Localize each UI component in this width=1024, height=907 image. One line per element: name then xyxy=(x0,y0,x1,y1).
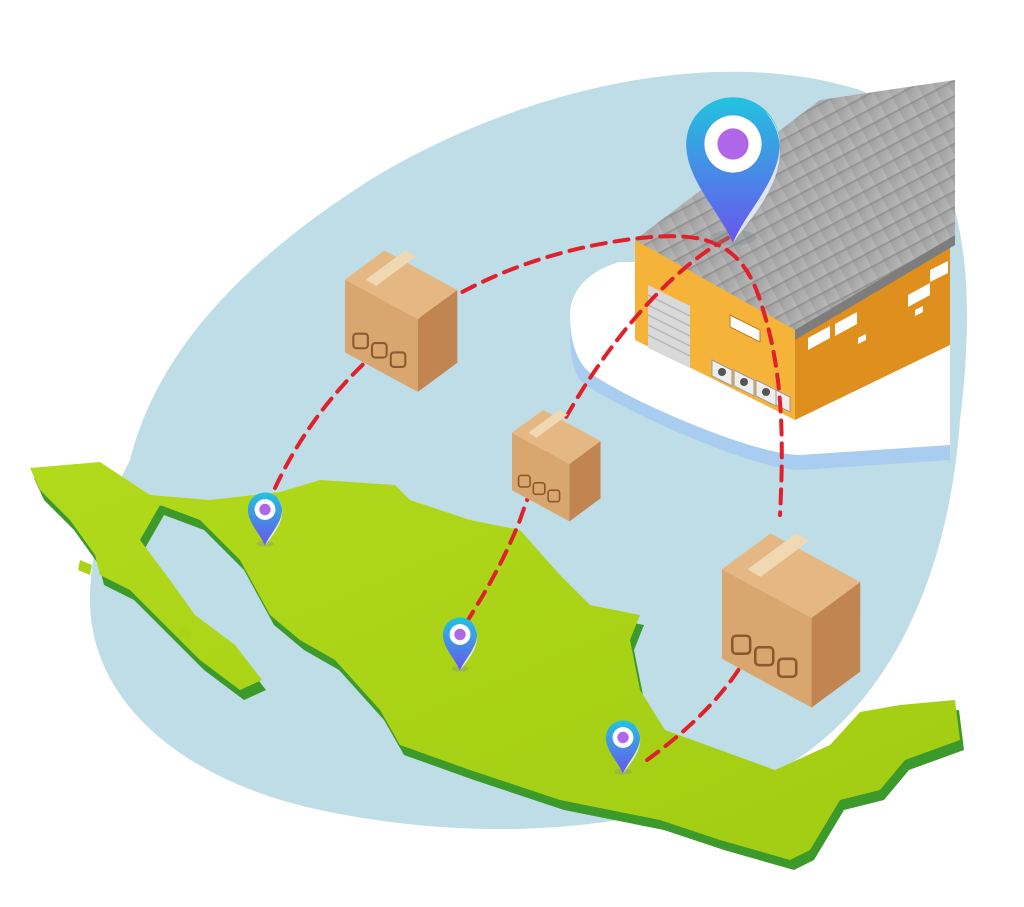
ac-units xyxy=(711,359,791,413)
map-of-mexico xyxy=(30,462,964,870)
warehouse-icon xyxy=(635,80,955,420)
